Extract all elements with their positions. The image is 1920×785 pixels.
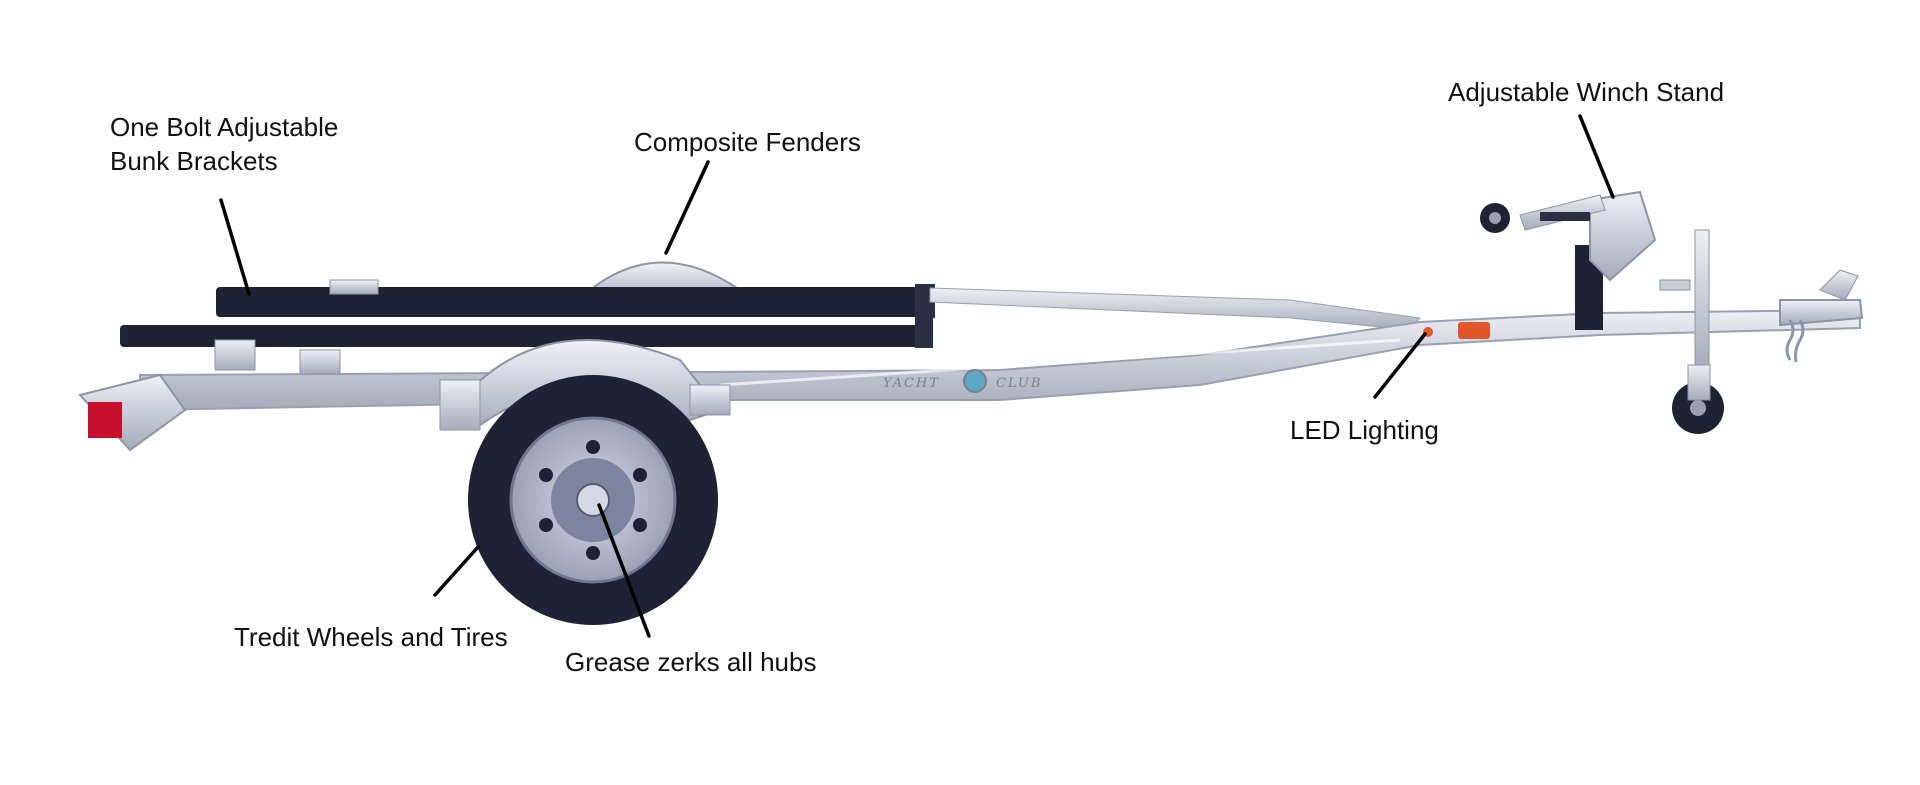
label-wheels-tires-line1: Tredit Wheels and Tires — [234, 622, 508, 652]
label-bunk-brackets: One Bolt Adjustable Bunk Brackets — [110, 110, 338, 178]
coupler — [1779, 269, 1864, 327]
tongue-jack — [1659, 229, 1724, 434]
label-composite-fenders-line1: Composite Fenders — [634, 127, 861, 157]
safety-chains — [1785, 319, 1805, 363]
label-winch-stand: Adjustable Winch Stand — [1448, 75, 1724, 109]
label-led-lighting-line1: LED Lighting — [1290, 415, 1439, 445]
label-winch-stand-line1: Adjustable Winch Stand — [1448, 77, 1725, 107]
bunk-front — [216, 284, 935, 318]
leader-line-fenders — [664, 160, 710, 255]
logo-text-left: YACHT — [883, 376, 940, 391]
tail-light — [88, 402, 122, 438]
leader-line-led — [1373, 332, 1427, 399]
label-grease-zerks-line1: Grease zerks all hubs — [565, 647, 817, 677]
leader-line-grease — [597, 503, 651, 638]
bunk-rear — [120, 318, 933, 348]
leader-lines — [219, 114, 1615, 638]
label-bunk-brackets-line1: One Bolt Adjustable — [110, 112, 339, 142]
yacht-club-logo: YACHT CLUB — [883, 369, 1042, 393]
hub-cap — [576, 483, 610, 517]
leader-line-bunk — [219, 198, 251, 296]
leader-line-winch — [1578, 114, 1615, 199]
label-grease-zerks: Grease zerks all hubs — [565, 645, 816, 679]
logo-text-right: CLUB — [996, 376, 1042, 391]
leader-line-wheels — [433, 545, 480, 597]
frame-far-rail — [929, 287, 1421, 331]
winch-stand — [1480, 190, 1657, 330]
label-composite-fenders: Composite Fenders — [634, 125, 861, 159]
label-bunk-brackets-line2: Bunk Brackets — [110, 146, 278, 176]
label-wheels-tires: Tredit Wheels and Tires — [234, 620, 508, 654]
bunk-bracket-rear — [214, 279, 379, 375]
side-reflector — [1458, 322, 1490, 339]
label-led-lighting: LED Lighting — [1290, 413, 1439, 447]
